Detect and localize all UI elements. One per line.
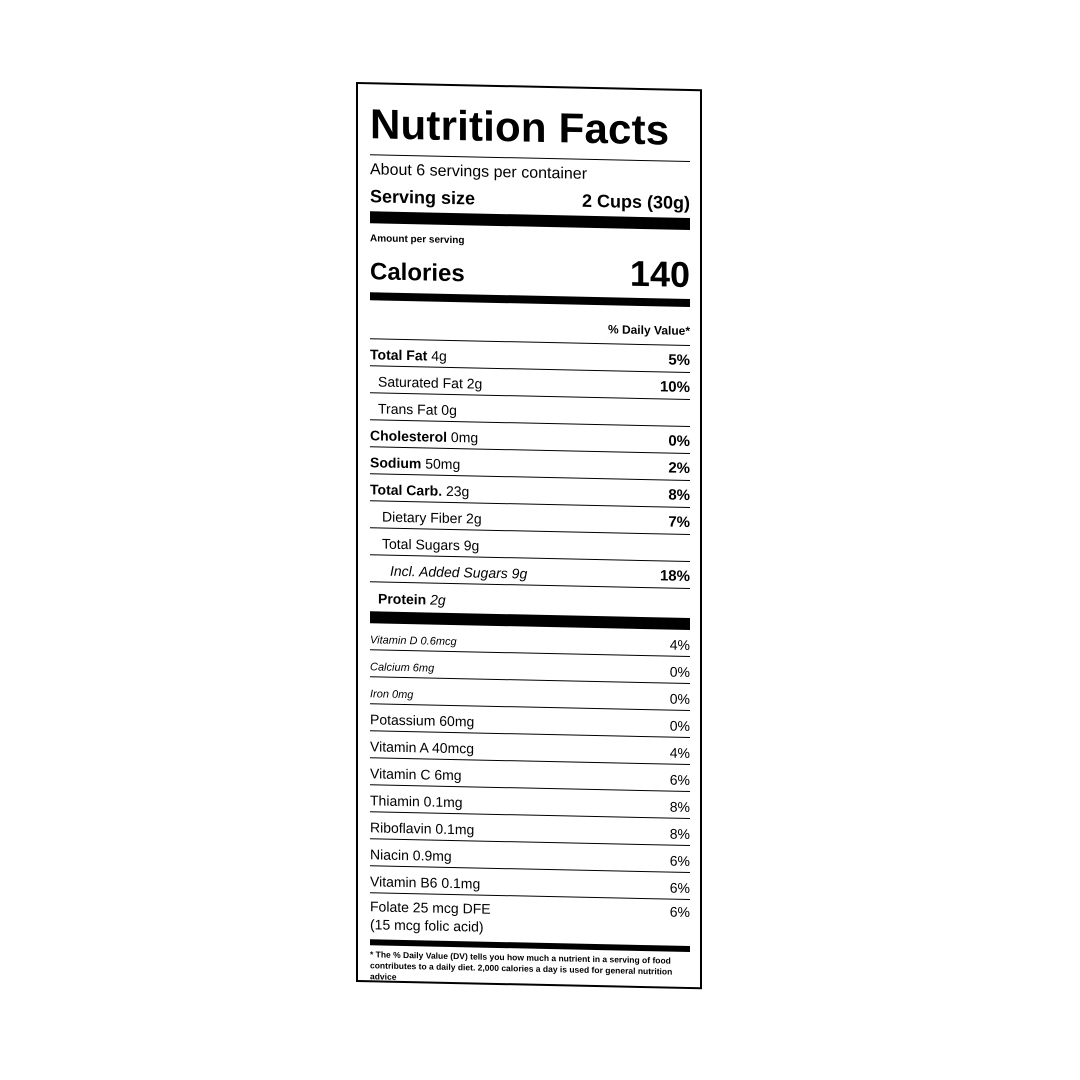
vitamin-pct: 0% (669, 690, 690, 707)
vitamin-name: Vitamin D 0.6mcg (370, 634, 457, 649)
nutrient-pct: 10% (659, 378, 690, 396)
nutrient-pct: 8% (668, 486, 690, 504)
vitamin-name: Calcium 6mg (370, 661, 435, 675)
nutrient-pct: 0% (668, 432, 690, 450)
vitamin-name: Vitamin C 6mg (370, 765, 462, 784)
daily-value-footnote: * The % Daily Value (DV) tells you how m… (370, 949, 673, 982)
folate-pct: 6% (669, 903, 690, 920)
nutrient-row-protein: Protein 2g (370, 582, 690, 616)
nutrient-pct: 5% (668, 351, 690, 369)
nutrient-pct: 2% (668, 459, 690, 477)
vitamin-name: Riboflavin 0.1mg (370, 819, 475, 838)
nutrient-name: Total Carb. (370, 481, 443, 499)
vitamin-pct: 0% (669, 663, 690, 680)
nutrient-amount: 23g (445, 482, 470, 500)
calories-label: Calories (370, 258, 465, 288)
calories-value: 140 (629, 252, 690, 295)
vitamin-name: Thiamin 0.1mg (370, 792, 463, 811)
vitamin-pct: 6% (669, 771, 690, 788)
vitamin-pct: 4% (669, 636, 690, 653)
nutrient-name: Dietary Fiber (382, 508, 463, 527)
vitamin-pct: 6% (669, 879, 690, 896)
thick-divider (370, 211, 690, 230)
nutrient-name: Total Sugars (382, 535, 460, 554)
serving-size-row: Serving size 2 Cups (30g) (370, 185, 690, 214)
label-content: Nutrition Facts About 6 servings per con… (370, 84, 690, 989)
calories-row: Calories 140 (370, 250, 690, 295)
vitamin-pct: 8% (669, 798, 690, 815)
nutrient-amount: 4g (431, 347, 447, 364)
nutrient-name: Cholesterol (370, 427, 448, 445)
nutrient-pct: 18% (659, 567, 690, 585)
vitamin-name: Niacin 0.9mg (370, 846, 452, 865)
nutrition-facts-label: Nutrition Facts About 6 servings per con… (356, 82, 702, 990)
nutrient-amount: 2g (466, 375, 483, 392)
nutrient-name: Incl. Added Sugars (390, 562, 508, 582)
vitamin-row-folate: Folate 25 mcg DFE (15 mcg folic acid) 6% (370, 893, 690, 944)
nutrient-amount: 0mg (450, 428, 479, 446)
nutrient-amount: 0g (441, 401, 457, 419)
vitamin-name: Iron 0mg (370, 688, 414, 702)
amount-per-serving: Amount per serving (370, 233, 465, 247)
nutrient-amount: 9g (511, 565, 528, 582)
vitamin-pct: 0% (669, 717, 690, 734)
nutrient-name: Sodium (370, 454, 422, 472)
nutrient-name: Protein (378, 590, 427, 608)
nutrient-amount: 2g (430, 591, 446, 608)
serving-size-label: Serving size (370, 186, 476, 209)
nutrient-amount: 9g (463, 537, 480, 554)
nutrient-name: Trans Fat (378, 400, 438, 418)
servings-per-container: About 6 servings per container (370, 161, 588, 183)
title-rule (370, 154, 690, 162)
calories-divider (370, 292, 690, 307)
vitamin-name: Vitamin B6 0.1mg (370, 873, 481, 892)
folate-line-2: (15 mcg folic acid) (370, 916, 484, 935)
label-title: Nutrition Facts (370, 100, 670, 154)
nutrient-pct: 7% (668, 513, 690, 531)
folate-text: Folate 25 mcg DFE (15 mcg folic acid) (370, 897, 491, 940)
vitamin-pct: 4% (669, 744, 690, 761)
serving-size-value: 2 Cups (30g) (581, 190, 690, 213)
nutrient-amount: 50mg (425, 455, 461, 473)
nutrient-name: Total Fat (370, 346, 428, 364)
vitamin-pct: 6% (669, 852, 690, 869)
vitamin-name: Vitamin A 40mcg (370, 738, 475, 757)
nutrient-amount: 2g (466, 510, 482, 527)
nutrient-name: Saturated Fat (378, 373, 463, 392)
vitamin-name: Potassium 60mg (370, 711, 475, 730)
vitamin-pct: 8% (669, 825, 690, 842)
